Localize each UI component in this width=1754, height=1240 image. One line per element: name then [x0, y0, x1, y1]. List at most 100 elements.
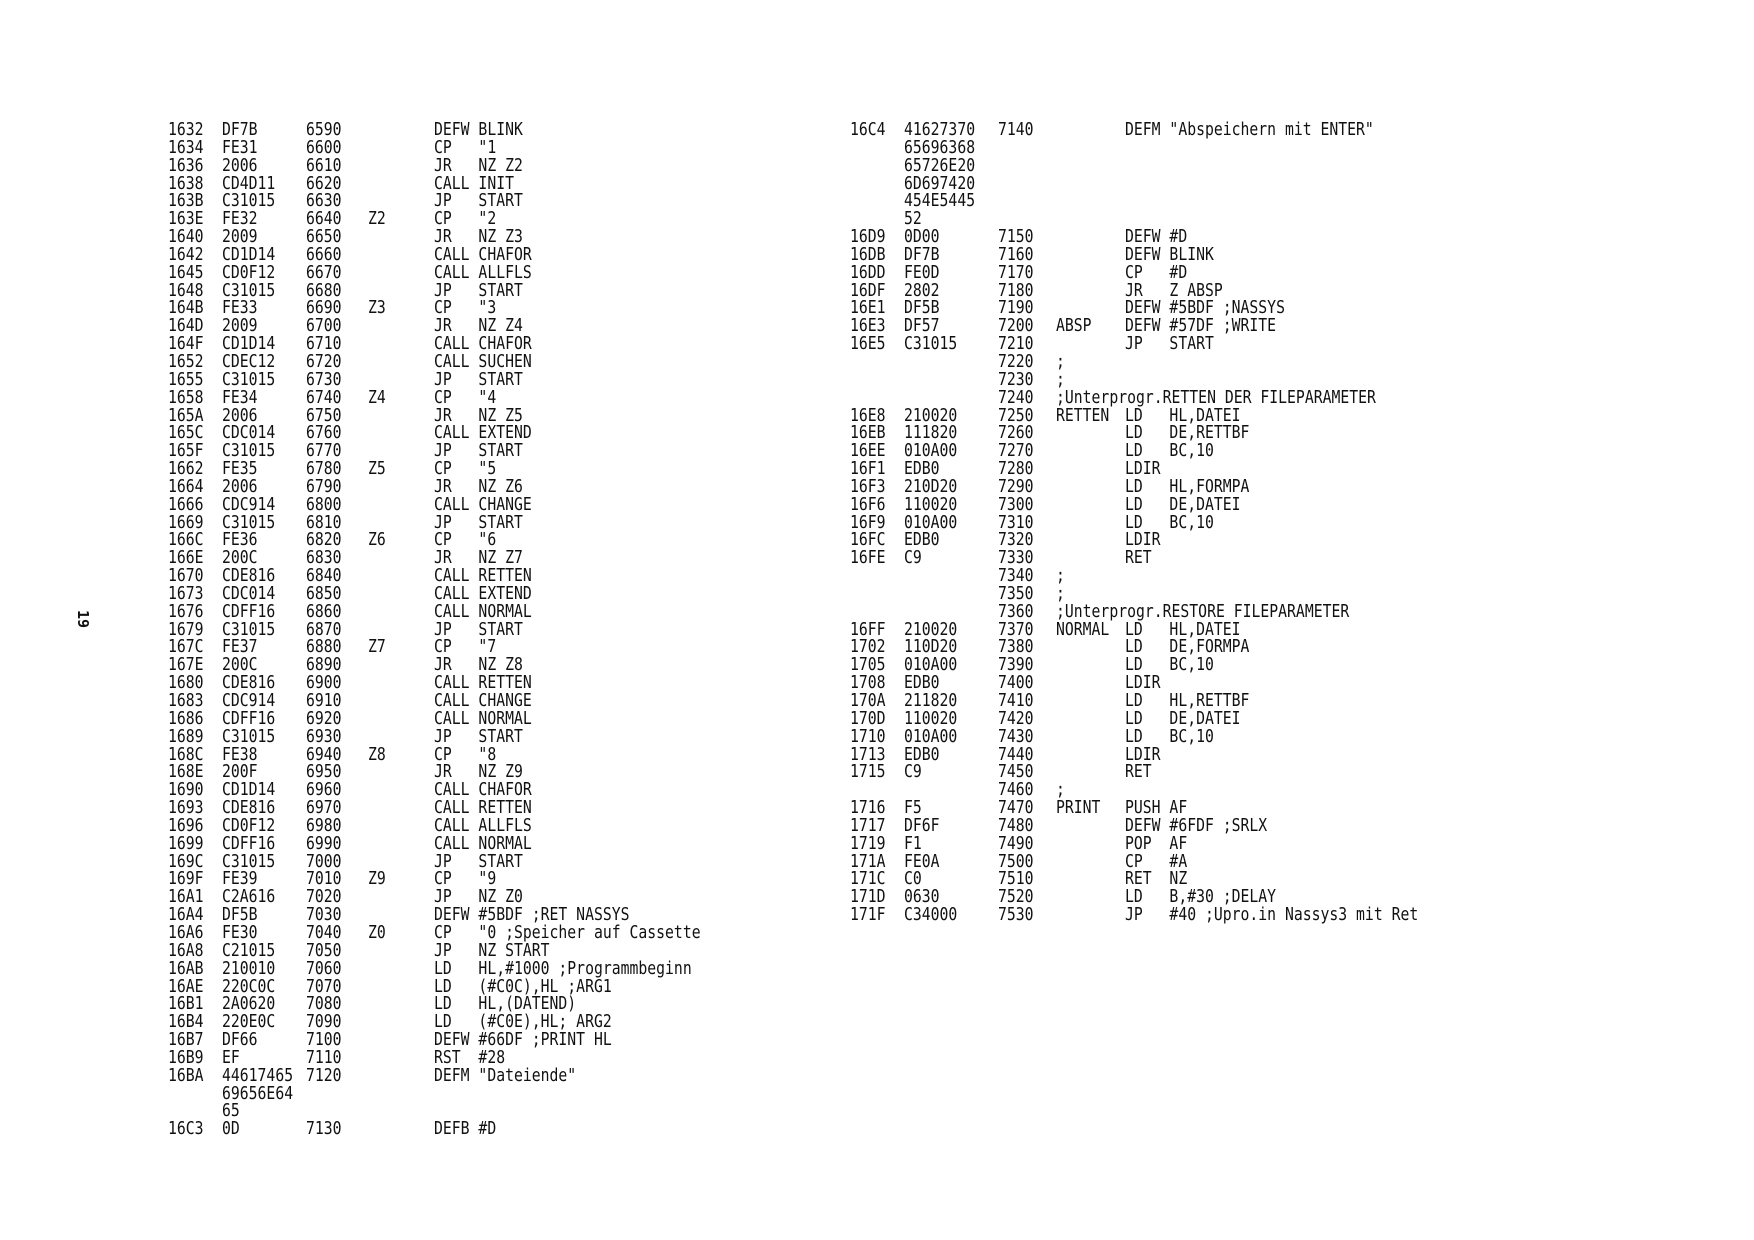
address: 16EE: [850, 440, 886, 462]
source-statement: LDIR: [1125, 743, 1161, 765]
line-number: 6720: [306, 350, 342, 372]
source-statement: CALL ALLFLS: [434, 261, 532, 283]
line-number: 7470: [998, 797, 1034, 819]
machine-code: 65696368: [904, 136, 976, 158]
line-number: 6680: [306, 279, 342, 301]
line-number: 7020: [306, 886, 342, 908]
source-statement: LD DE,FORMPA: [1125, 636, 1250, 658]
line-number: 7310: [998, 511, 1034, 533]
source-statement: DEFW BLINK: [1125, 243, 1214, 265]
source-statement: JR NZ Z5: [434, 404, 523, 426]
machine-code: C31015: [222, 618, 276, 640]
source-statement: CP "4: [434, 386, 497, 408]
address: 16E1: [850, 297, 886, 319]
machine-code: FE31: [222, 136, 258, 158]
address: 167C: [168, 636, 204, 658]
machine-code: DF5B: [222, 904, 258, 926]
machine-code: FE30: [222, 921, 258, 943]
machine-code: C31015: [904, 333, 958, 355]
source-statement: JR NZ Z6: [434, 475, 523, 497]
machine-code: FE34: [222, 386, 258, 408]
address: 16E3: [850, 315, 886, 337]
machine-code: 110020: [904, 707, 958, 729]
line-number: 6660: [306, 243, 342, 265]
source-statement: CP "6: [434, 529, 497, 551]
address: 1708: [850, 672, 886, 694]
machine-code: DF7B: [222, 119, 258, 140]
source-statement: DEFW #5BDF ;NASSYS: [1125, 297, 1285, 319]
line-number: 7150: [998, 226, 1034, 248]
address: 16A4: [168, 904, 204, 926]
address: 1705: [850, 654, 886, 676]
address: 166C: [168, 529, 204, 551]
machine-code: 6D697420: [904, 172, 976, 194]
machine-code: 010A00: [904, 511, 958, 533]
line-number: 7180: [998, 279, 1034, 301]
source-statement: LD DE,DATEI: [1125, 707, 1241, 729]
source-statement: JP START: [1125, 333, 1214, 355]
machine-code: DF66: [222, 1029, 258, 1051]
machine-code: FE32: [222, 208, 258, 230]
label: Z0: [368, 921, 386, 943]
address: 1689: [168, 725, 204, 747]
source-statement: CALL CHANGE: [434, 690, 532, 711]
source-statement: CP "9: [434, 868, 497, 890]
address: 171F: [850, 904, 886, 926]
source-statement: LD HL,DATEI: [1125, 618, 1241, 640]
address: 16F3: [850, 475, 886, 497]
source-statement: DEFW #D: [1125, 226, 1188, 248]
machine-code: 220E0C: [222, 1011, 276, 1033]
address: 16B1: [168, 993, 204, 1015]
machine-code: DF57: [904, 315, 940, 337]
line-number: 6670: [306, 261, 342, 283]
address: 1632: [168, 119, 204, 140]
address: 16F1: [850, 458, 886, 480]
source-statement: JR NZ Z7: [434, 547, 523, 569]
source-statement: LD BC,10: [1125, 654, 1214, 676]
line-number: 7270: [998, 440, 1034, 462]
line-number: 6880: [306, 636, 342, 658]
label: PRINT: [1056, 797, 1101, 819]
line-number: 7230: [998, 368, 1034, 390]
line-number: 7410: [998, 690, 1034, 711]
machine-code: 0630: [904, 886, 940, 908]
line-number: 7250: [998, 404, 1034, 426]
machine-code: FE39: [222, 868, 258, 890]
line-number: 7140: [998, 119, 1034, 140]
machine-code: CDFF16: [222, 600, 276, 622]
address: 166E: [168, 547, 204, 569]
source-statement: CALL RETTEN: [434, 672, 532, 694]
machine-code: 0D00: [904, 226, 940, 248]
line-number: 6820: [306, 529, 342, 551]
line-number: 7300: [998, 493, 1034, 515]
address: 164D: [168, 315, 204, 337]
source-statement: RET NZ: [1125, 868, 1188, 890]
machine-code: 200C: [222, 654, 258, 676]
machine-code: 110020: [904, 493, 958, 515]
line-number: 7440: [998, 743, 1034, 765]
machine-code: 010A00: [904, 654, 958, 676]
line-number: 7080: [306, 993, 342, 1015]
line-number: 6900: [306, 672, 342, 694]
address: 1686: [168, 707, 204, 729]
label: Z7: [368, 636, 386, 658]
source-statement: CALL RETTEN: [434, 565, 532, 587]
source-statement: LDIR: [1125, 529, 1161, 551]
address: 1655: [168, 368, 204, 390]
machine-code: F5: [904, 797, 922, 819]
label: ABSP: [1056, 315, 1092, 337]
address: 1717: [850, 814, 886, 836]
machine-code: C31015: [222, 511, 276, 533]
line-number: 6700: [306, 315, 342, 337]
line-number: 6810: [306, 511, 342, 533]
machine-code: FE0D: [904, 261, 940, 283]
address: 167E: [168, 654, 204, 676]
address: 1670: [168, 565, 204, 587]
label: Z3: [368, 297, 386, 319]
line-number: 7010: [306, 868, 342, 890]
line-number: 7000: [306, 850, 342, 872]
line-number: 7510: [998, 868, 1034, 890]
line-number: 6870: [306, 618, 342, 640]
machine-code: 210D20: [904, 475, 958, 497]
line-number: 7430: [998, 725, 1034, 747]
